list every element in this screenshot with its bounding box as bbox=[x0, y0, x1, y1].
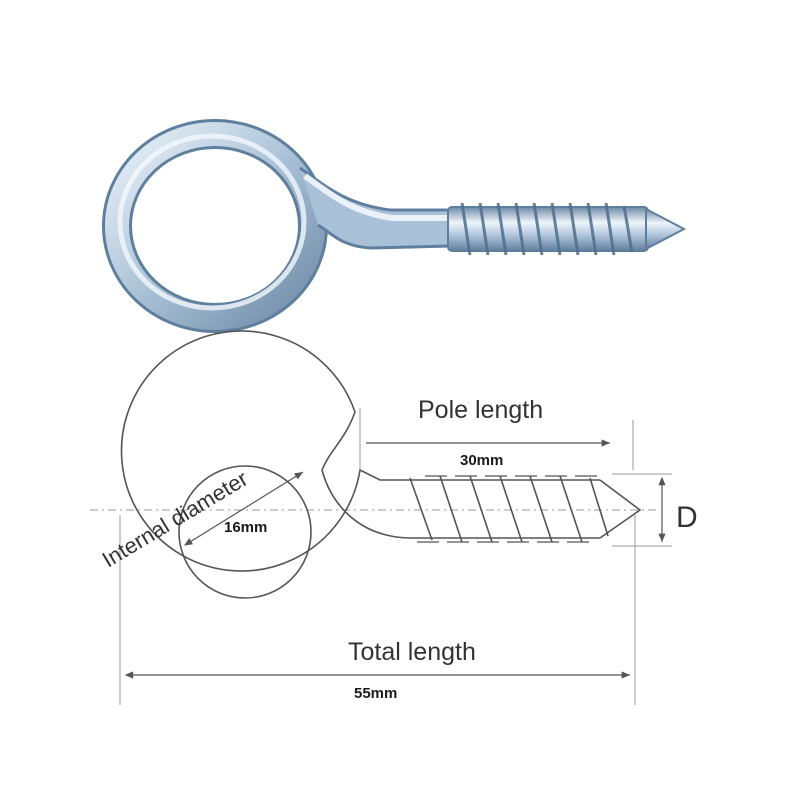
thread-profile bbox=[409, 475, 609, 543]
screw-shank bbox=[447, 206, 649, 252]
pole-length-value: 30mm bbox=[460, 452, 503, 469]
thread-diameter-label: D bbox=[676, 501, 698, 534]
technical-drawing bbox=[90, 330, 672, 705]
total-length-label: Total length bbox=[348, 638, 476, 666]
total-length-value: 55mm bbox=[354, 685, 397, 702]
eye-outline bbox=[120, 330, 408, 572]
screw-neck bbox=[299, 166, 452, 250]
screw-threads bbox=[460, 202, 634, 256]
eye-screw-photo bbox=[102, 119, 687, 333]
eye-inner-circle bbox=[178, 465, 312, 599]
screw-tip bbox=[645, 207, 687, 251]
pole-length-label: Pole length bbox=[418, 396, 543, 424]
internal-diameter-dim bbox=[183, 471, 304, 546]
internal-diameter-value: 16mm bbox=[224, 519, 267, 536]
